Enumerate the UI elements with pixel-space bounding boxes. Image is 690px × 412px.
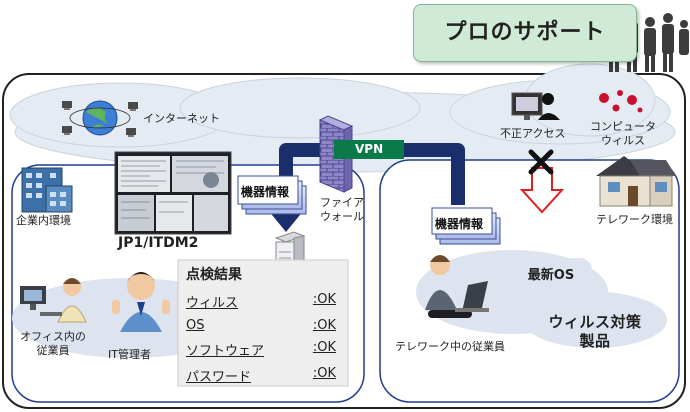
device-info-doc-left [237,175,307,215]
inspection-item: ウィルス [186,296,239,311]
device-info-doc-right [431,207,501,245]
inspection-status: :OK [312,366,336,381]
firewall-label-line1: ファイア [320,196,364,209]
inspection-status: :OK [312,340,336,355]
it-admin-figure [112,272,170,332]
telework-employee-label: テレワーク中の従業員 [395,340,505,353]
inspection-row: パスワード :OK [186,366,336,385]
down-arrow-icon [268,210,304,232]
office-worker-figure [20,278,87,323]
unauthorized-access-label: 不正アクセス [500,127,566,140]
monitor-icon [511,92,560,120]
inspection-item: ソフトウェア [186,344,265,359]
house-icon [596,156,676,207]
virus-label-line2: ウィルス [601,134,645,147]
telework-worker-figure [425,255,489,318]
inspection-status: :OK [312,292,336,307]
device-info-right-label: 機器情報 [435,217,484,231]
inspection-status: :OK [312,318,336,333]
latest-os-label: 最新OS [527,268,575,283]
product-name-label: JP1/ITDM2 [118,235,199,251]
virus-icon [599,90,643,113]
latest-os-box [510,258,592,286]
telework-env-label: テレワーク環境 [596,213,673,226]
internet-label: インターネット [143,112,220,125]
pro-support-banner: プロのサポート [413,4,637,62]
firewall-label-line2: ウォール [320,210,364,223]
antivirus-label-line1: ウィルス対策 [548,313,642,331]
inspection-row: ウィルス :OK [186,292,336,311]
office-employee-label-line2: 従業員 [36,344,70,357]
inspection-paper [177,259,349,387]
inspection-item: パスワード [186,370,252,385]
it-admin-label: IT管理者 [108,348,151,361]
vpn-label: VPN [355,142,384,156]
globe-icon [62,100,138,137]
inspection-item: OS [186,318,205,333]
inspection-row: OS :OK [186,318,336,333]
antivirus-label-line2: 製品 [579,332,611,350]
dashboard-screenshot [114,151,232,235]
inspection-title: 点検結果 [186,267,242,283]
device-info-left-label: 機器情報 [241,185,290,199]
inspection-row: ソフトウェア :OK [186,340,336,359]
corporate-env-label: 企業内環境 [16,214,71,227]
building-icon [21,167,73,213]
inspection-results: 点検結果 ウィルス :OK OS :OK ソフトウェア :OK パスワード :O… [186,264,336,385]
office-employee-label-line1: オフィス内の [20,330,86,343]
virus-label-line1: コンピュータ [590,120,656,133]
block-cross-icon [528,149,554,175]
